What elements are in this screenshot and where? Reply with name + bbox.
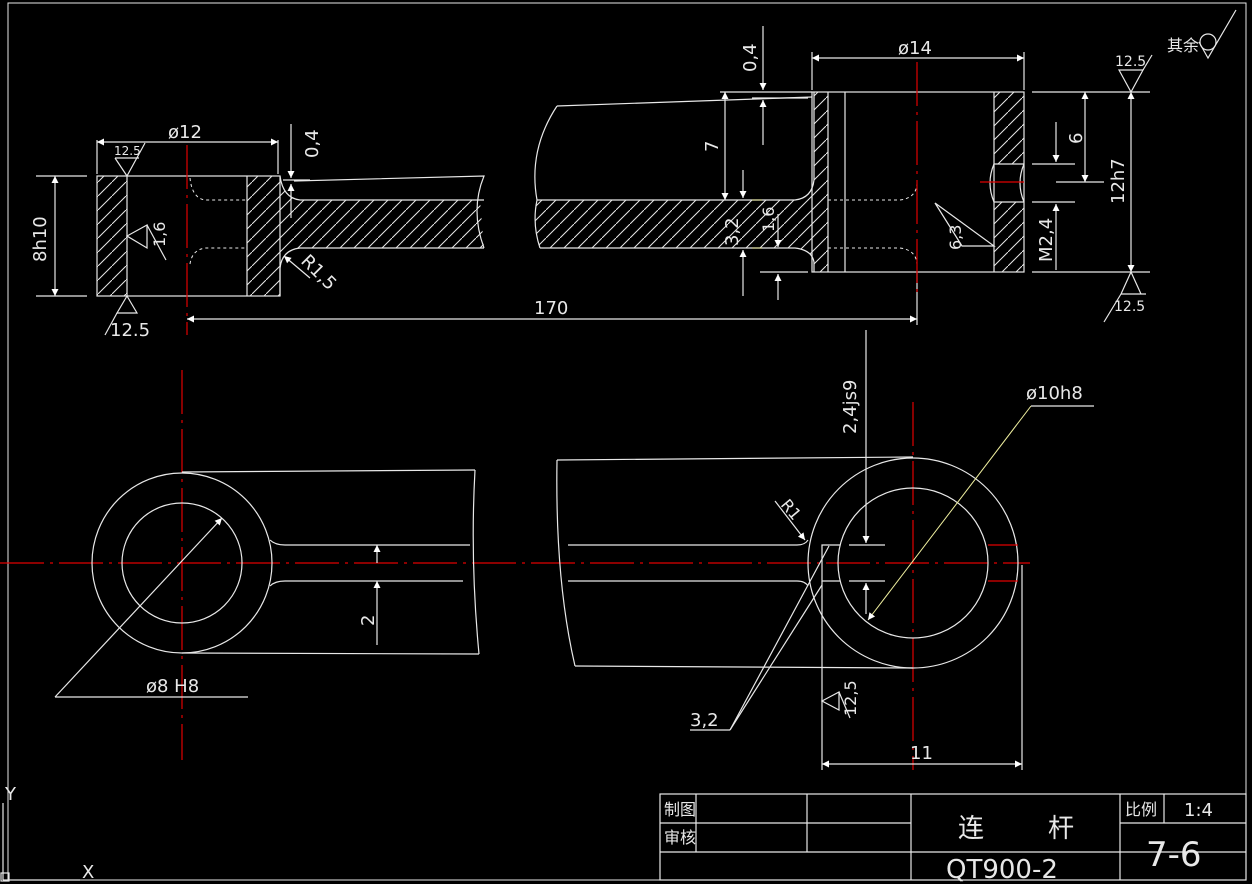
roughness-symbol-tail: [104, 312, 118, 336]
roughness-symbol: [114, 142, 146, 178]
part-name-char2: 杆: [1048, 814, 1074, 844]
roughness-symbol: [934, 202, 996, 247]
roughness-symbol: [820, 691, 840, 711]
roughness-symbol: [115, 294, 139, 314]
web-edge-top-right: [568, 539, 809, 546]
drawing-border: [7, 2, 1247, 881]
thread-hole: [989, 163, 1025, 203]
web-top: [537, 92, 815, 201]
dim-height-7: 7: [702, 141, 723, 152]
roughness-slot-value: 3,2: [690, 710, 719, 731]
rod-top-edge-right: [556, 456, 914, 461]
ucs-origin-box: [0, 872, 10, 882]
leader: [283, 255, 311, 279]
web-break-line: [293, 175, 485, 249]
roughness-symbol-tail: [838, 691, 851, 719]
dim-web: 2: [358, 615, 379, 626]
plan-view: ø8 H8 2 2,4js9 R1 ø10h8 3,2 11: [0, 330, 1094, 770]
hidden-line: [828, 183, 918, 201]
dim-thread: M2,4: [1036, 218, 1057, 262]
title-block-frame: [659, 793, 1247, 881]
dim-outer-dia: ø14: [898, 38, 932, 59]
general-roughness-label: 其余: [1167, 36, 1199, 55]
rod-top-edge: [181, 469, 476, 473]
dim-bore-right: ø10h8: [1026, 383, 1083, 404]
left-eye-inner: [121, 502, 243, 624]
web-edge-bottom: [269, 580, 463, 587]
roughness-face-value: 12,5: [841, 680, 860, 716]
break-line: [534, 105, 558, 249]
dim-offset: 0,4: [302, 129, 323, 158]
roughness-top-value: 12.5: [114, 144, 141, 158]
drawing-number: 7-6: [1146, 835, 1202, 875]
dim-11: 11: [910, 743, 933, 764]
dim-overall-length: 170: [534, 298, 568, 319]
hatch-right-wall-top: [994, 92, 1024, 164]
general-roughness-note: 其余: [1167, 9, 1237, 60]
right-section-view: ø14 0,4 7 3,2 1,6 6,3 M2,4 6 12h7 12.5: [534, 26, 1153, 323]
scale-value: 1:4: [1184, 800, 1213, 821]
roughness-top-right-value: 12.5: [1115, 54, 1146, 70]
leader: [729, 545, 830, 731]
hidden-line: [828, 247, 918, 265]
ucs-icon: Y X: [0, 784, 94, 883]
hatch-right-wall-bottom: [994, 202, 1024, 272]
hidden-line: [189, 247, 247, 265]
left-boss-outline: [96, 175, 281, 297]
leader: [729, 584, 823, 731]
web-edge-bottom-right: [568, 580, 809, 587]
hatch-right-wall: [247, 176, 484, 296]
roughness-bottom-right-value: 12.5: [1114, 299, 1145, 315]
hidden-line: [189, 177, 247, 201]
roughness-symbol: [1117, 69, 1145, 94]
leader-bore-left: [54, 517, 223, 698]
dim-6: 6: [1066, 133, 1087, 144]
roughness-symbol-tail: [146, 224, 167, 261]
dim-fillet-r1: R1: [777, 495, 805, 524]
dim-bore-dia: ø12: [168, 122, 202, 143]
leader-bore-right: [867, 405, 1032, 621]
roughness-symbol: [1120, 270, 1142, 295]
web-bottom-edge: [279, 247, 484, 296]
dim-bore-left: ø8 H8: [146, 676, 199, 697]
material: QT900-2: [946, 855, 1058, 884]
roughness-symbol-tail: [1142, 54, 1153, 71]
dim-width: 12h7: [1108, 158, 1129, 204]
hatch-left-wall: [97, 176, 127, 296]
roughness-symbol: [125, 223, 148, 250]
rod-bottom-edge: [181, 652, 480, 655]
roughness-circle-icon: [1199, 33, 1217, 51]
title-block: 制图 审核 连 杆 QT900-2 比例 1:4 7-6: [659, 793, 1247, 884]
hatch-web: [535, 92, 828, 272]
break-line-right: [556, 459, 576, 667]
checked-by-label: 审核: [664, 828, 696, 847]
web-edge-top: [269, 539, 470, 546]
ucs-x-label: X: [82, 862, 94, 883]
slot: [821, 544, 840, 582]
break-line: [472, 469, 480, 655]
roughness-bore-right-value: 6,3: [946, 225, 965, 250]
roughness-symbol-tail: [1103, 293, 1122, 323]
left-section-view: ø12 8h10 0,4 R1,5 12.5 12.5 1,6: [30, 122, 485, 341]
part-name-char1: 连: [958, 814, 984, 844]
dim-slot: 2,4js9: [840, 380, 861, 434]
ucs-y-label: Y: [4, 784, 17, 805]
web-top-edge: [279, 175, 484, 201]
drawn-by-label: 制图: [664, 800, 696, 819]
roughness-bore-value: 1,6: [150, 222, 169, 247]
rod-bottom-edge-right: [574, 665, 914, 669]
overall-length-dim: 170: [187, 272, 918, 325]
right-eye-inner: [837, 487, 989, 639]
dim-thickness: 8h10: [30, 216, 51, 262]
dim-web-3-2: 3,2: [722, 217, 743, 246]
roughness-bottom-value: 12.5: [110, 320, 150, 341]
dim-offset-right: 0,4: [740, 43, 761, 72]
leader: [774, 500, 806, 541]
roughness-check-icon: [1198, 9, 1237, 60]
scale-label: 比例: [1125, 800, 1157, 819]
dim-web-1-6: 1,6: [759, 207, 778, 232]
web-bottom: [540, 247, 815, 272]
